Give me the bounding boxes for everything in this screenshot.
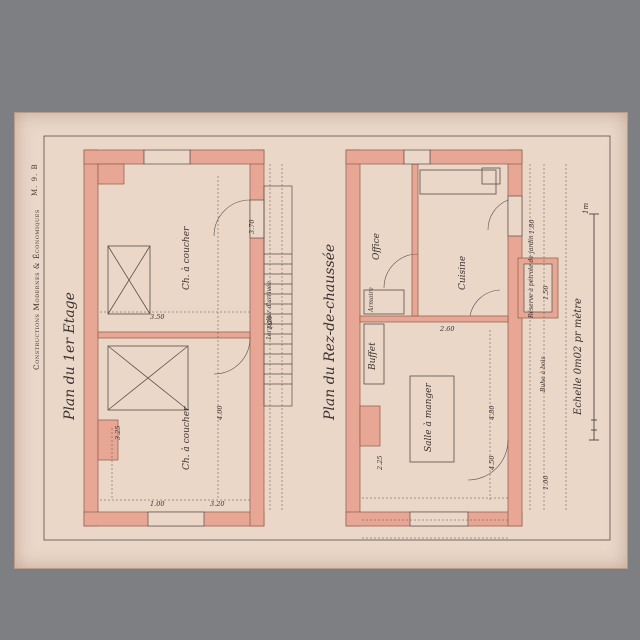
partition-mid-r [359, 315, 509, 323]
dim-right-7: 1.00 [542, 476, 550, 490]
series-title: Constructions Modernes & Économiques [32, 209, 41, 370]
ground-doors [383, 199, 509, 481]
dim-right-2: 4.50 [488, 456, 496, 471]
upper-dimension-lines [100, 164, 283, 512]
room-label-kitchen: Cuisine [458, 255, 468, 290]
dim-left-1: 3.70 [248, 220, 256, 234]
room-label-office: Office [372, 233, 382, 260]
scale-label: Echelle 0m02 pr mètre [573, 298, 584, 415]
chimney-r [359, 405, 381, 447]
scale-bar [589, 213, 599, 441]
scale-unit-label: 1m [582, 202, 590, 214]
dim-right-5: 1.80 [528, 220, 536, 234]
kitchen-range [419, 169, 497, 195]
sink [481, 167, 501, 185]
room-label-reserve: Réserve à pétrole de jardin [528, 235, 535, 318]
chimney-top [97, 163, 125, 185]
dining-table [409, 375, 455, 463]
upper-stair [263, 185, 293, 407]
armoire [363, 289, 405, 315]
paper-plate [14, 112, 628, 569]
dim-left-6: 1.00 [150, 500, 164, 508]
dim-right-4: 2.25 [376, 456, 384, 471]
partition-vert-r [411, 163, 419, 317]
buffet [363, 323, 385, 385]
dim-left-3: 3.50 [150, 313, 164, 321]
wall-top-r-b [429, 149, 523, 165]
dimension-numbers: 3.70 1.20 3.50 4.00 3.25 1.00 3.20 4.80 … [114, 220, 550, 508]
room-label-armoire: Armoire [368, 287, 375, 312]
ground-dimension-lines [362, 164, 567, 539]
wall-top-r-a [345, 149, 405, 165]
upper-floor-title: Plan du 1er Etage [62, 292, 78, 420]
wall-left-r [345, 149, 361, 527]
room-label-woodshed: Buhe à bois [540, 356, 547, 392]
dim-right-3: 2.60 [439, 325, 454, 333]
wall-top-a [83, 149, 145, 165]
dim-left-5: 3.25 [114, 426, 122, 440]
dim-right-6: 1.50 [542, 286, 550, 300]
upper-floor-plan [83, 149, 265, 527]
dim-left-7: 3.20 [210, 500, 224, 508]
chimney-bottom [97, 419, 119, 461]
ground-furniture [363, 167, 501, 463]
stair-landing-label: 1er palier d'arrivée [266, 281, 273, 340]
ground-windows [403, 149, 553, 527]
wall-left [83, 149, 99, 527]
plate-number: M. 9. B [31, 163, 39, 196]
upper-doors [213, 199, 251, 375]
upper-closets [107, 245, 189, 411]
room-label-bedroom-upper: Ch. à coucher [182, 226, 192, 290]
wall-top-b [189, 149, 265, 165]
room-label-dining: Salle à manger [424, 383, 434, 452]
room-label-buffet: Buffet [368, 342, 378, 370]
dim-left-4: 4.00 [216, 406, 224, 421]
partition-mid [97, 331, 251, 339]
room-label-bedroom-lower: Ch. à coucher [182, 406, 192, 470]
ground-floor-title: Plan du Rez-de-chaussée [322, 243, 338, 420]
plate-border-line [43, 135, 611, 541]
dim-left-2: 1.20 [266, 316, 274, 330]
dim-right-1: 4.80 [488, 406, 496, 421]
